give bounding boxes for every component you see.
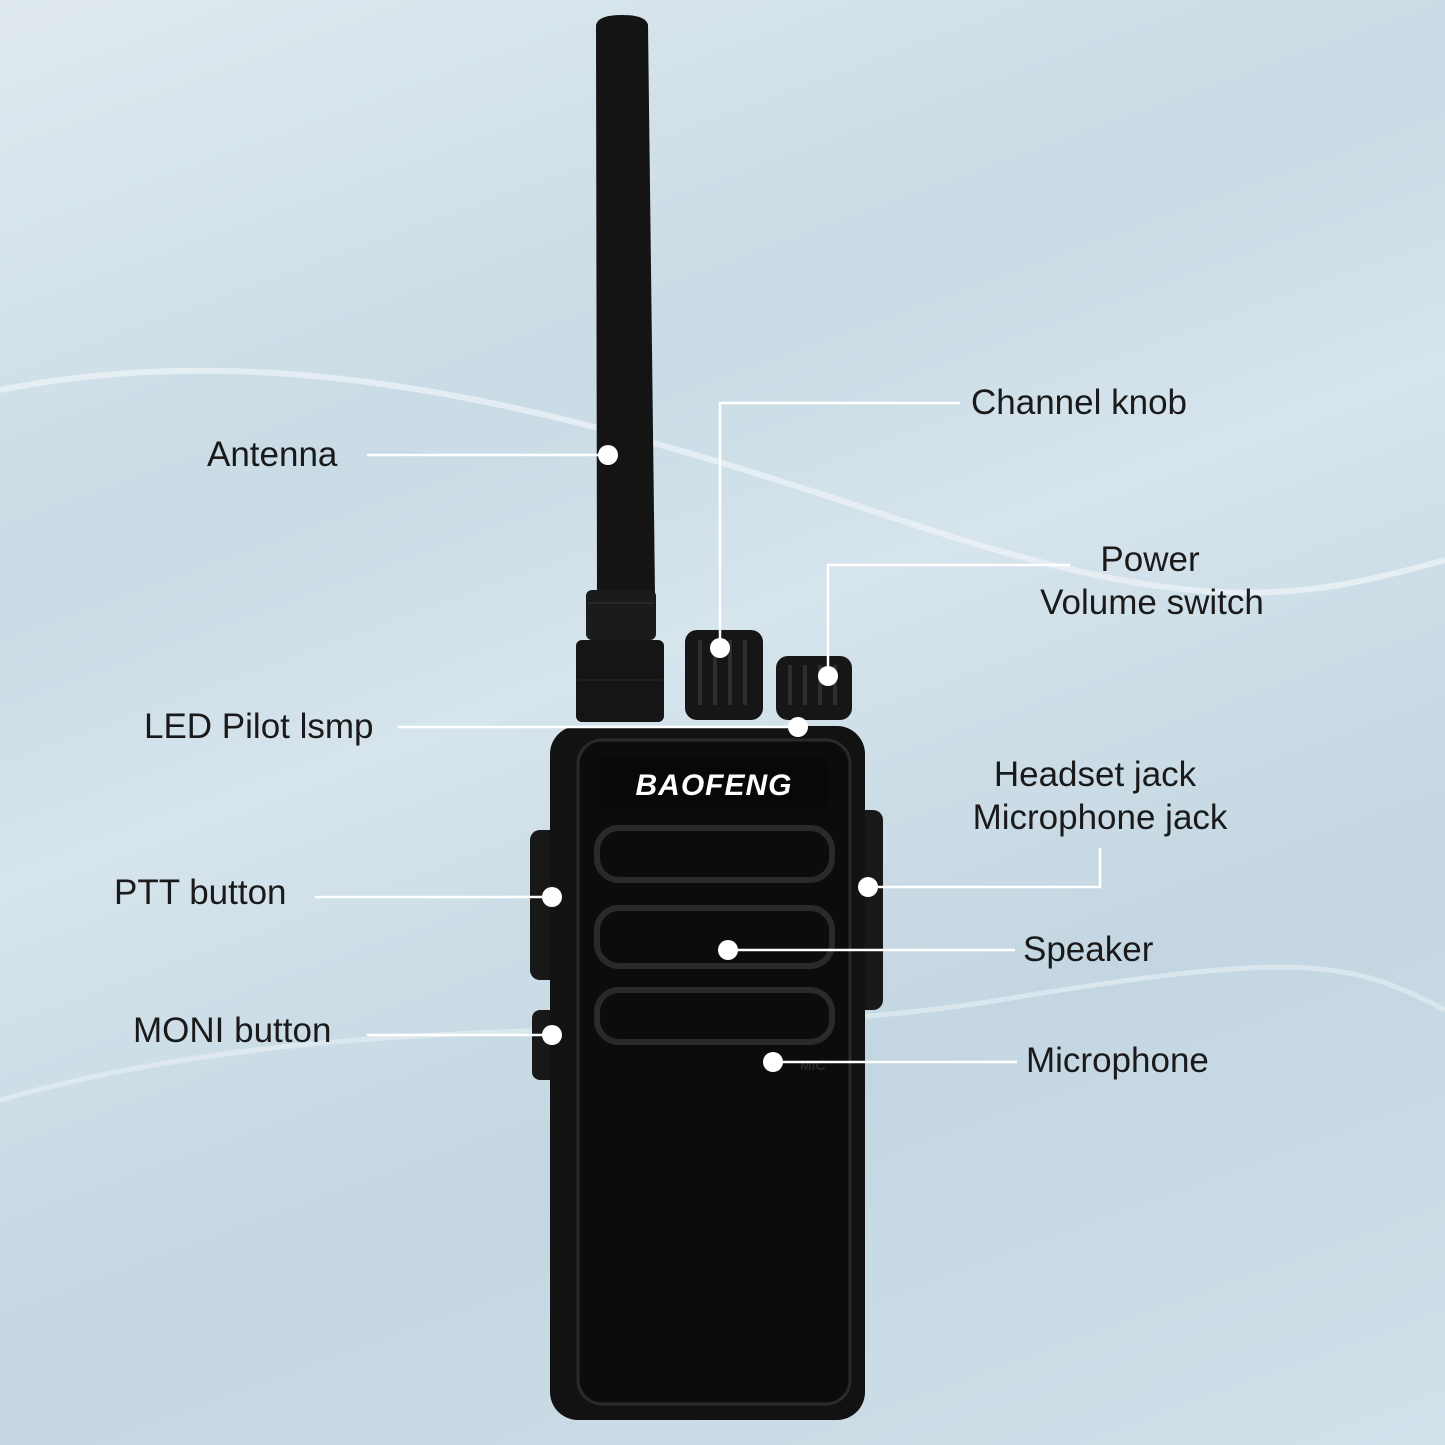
- label-antenna: Antenna: [207, 435, 338, 474]
- label-microphone: Microphone: [1026, 1041, 1209, 1080]
- label-channel-knob: Channel knob: [971, 383, 1187, 422]
- label-power: Power: [1100, 540, 1200, 579]
- label-microphone-jack: Microphone jack: [972, 798, 1228, 837]
- label-moni: MONI button: [133, 1011, 332, 1050]
- label-led: LED Pilot lsmp: [144, 707, 374, 746]
- antenna: [576, 15, 664, 722]
- background-wave: [0, 964, 1445, 1103]
- speaker-grille: [594, 825, 835, 1045]
- label-ptt: PTT button: [114, 873, 287, 912]
- label-headset-jack: Headset jack: [993, 755, 1197, 794]
- channel-knob: [685, 630, 763, 720]
- volume-knob: [776, 656, 852, 720]
- label-volume-switch: Volume switch: [1040, 583, 1264, 622]
- background-wave: [0, 367, 1445, 596]
- leader-lines: [315, 401, 1102, 1064]
- brand-logo: BAOFENG: [636, 769, 793, 802]
- mic-marking: MIC: [800, 1057, 826, 1073]
- callout-dots: [542, 445, 878, 1072]
- label-speaker: Speaker: [1023, 930, 1154, 969]
- radio-body: BAOFENG MIC: [530, 726, 883, 1420]
